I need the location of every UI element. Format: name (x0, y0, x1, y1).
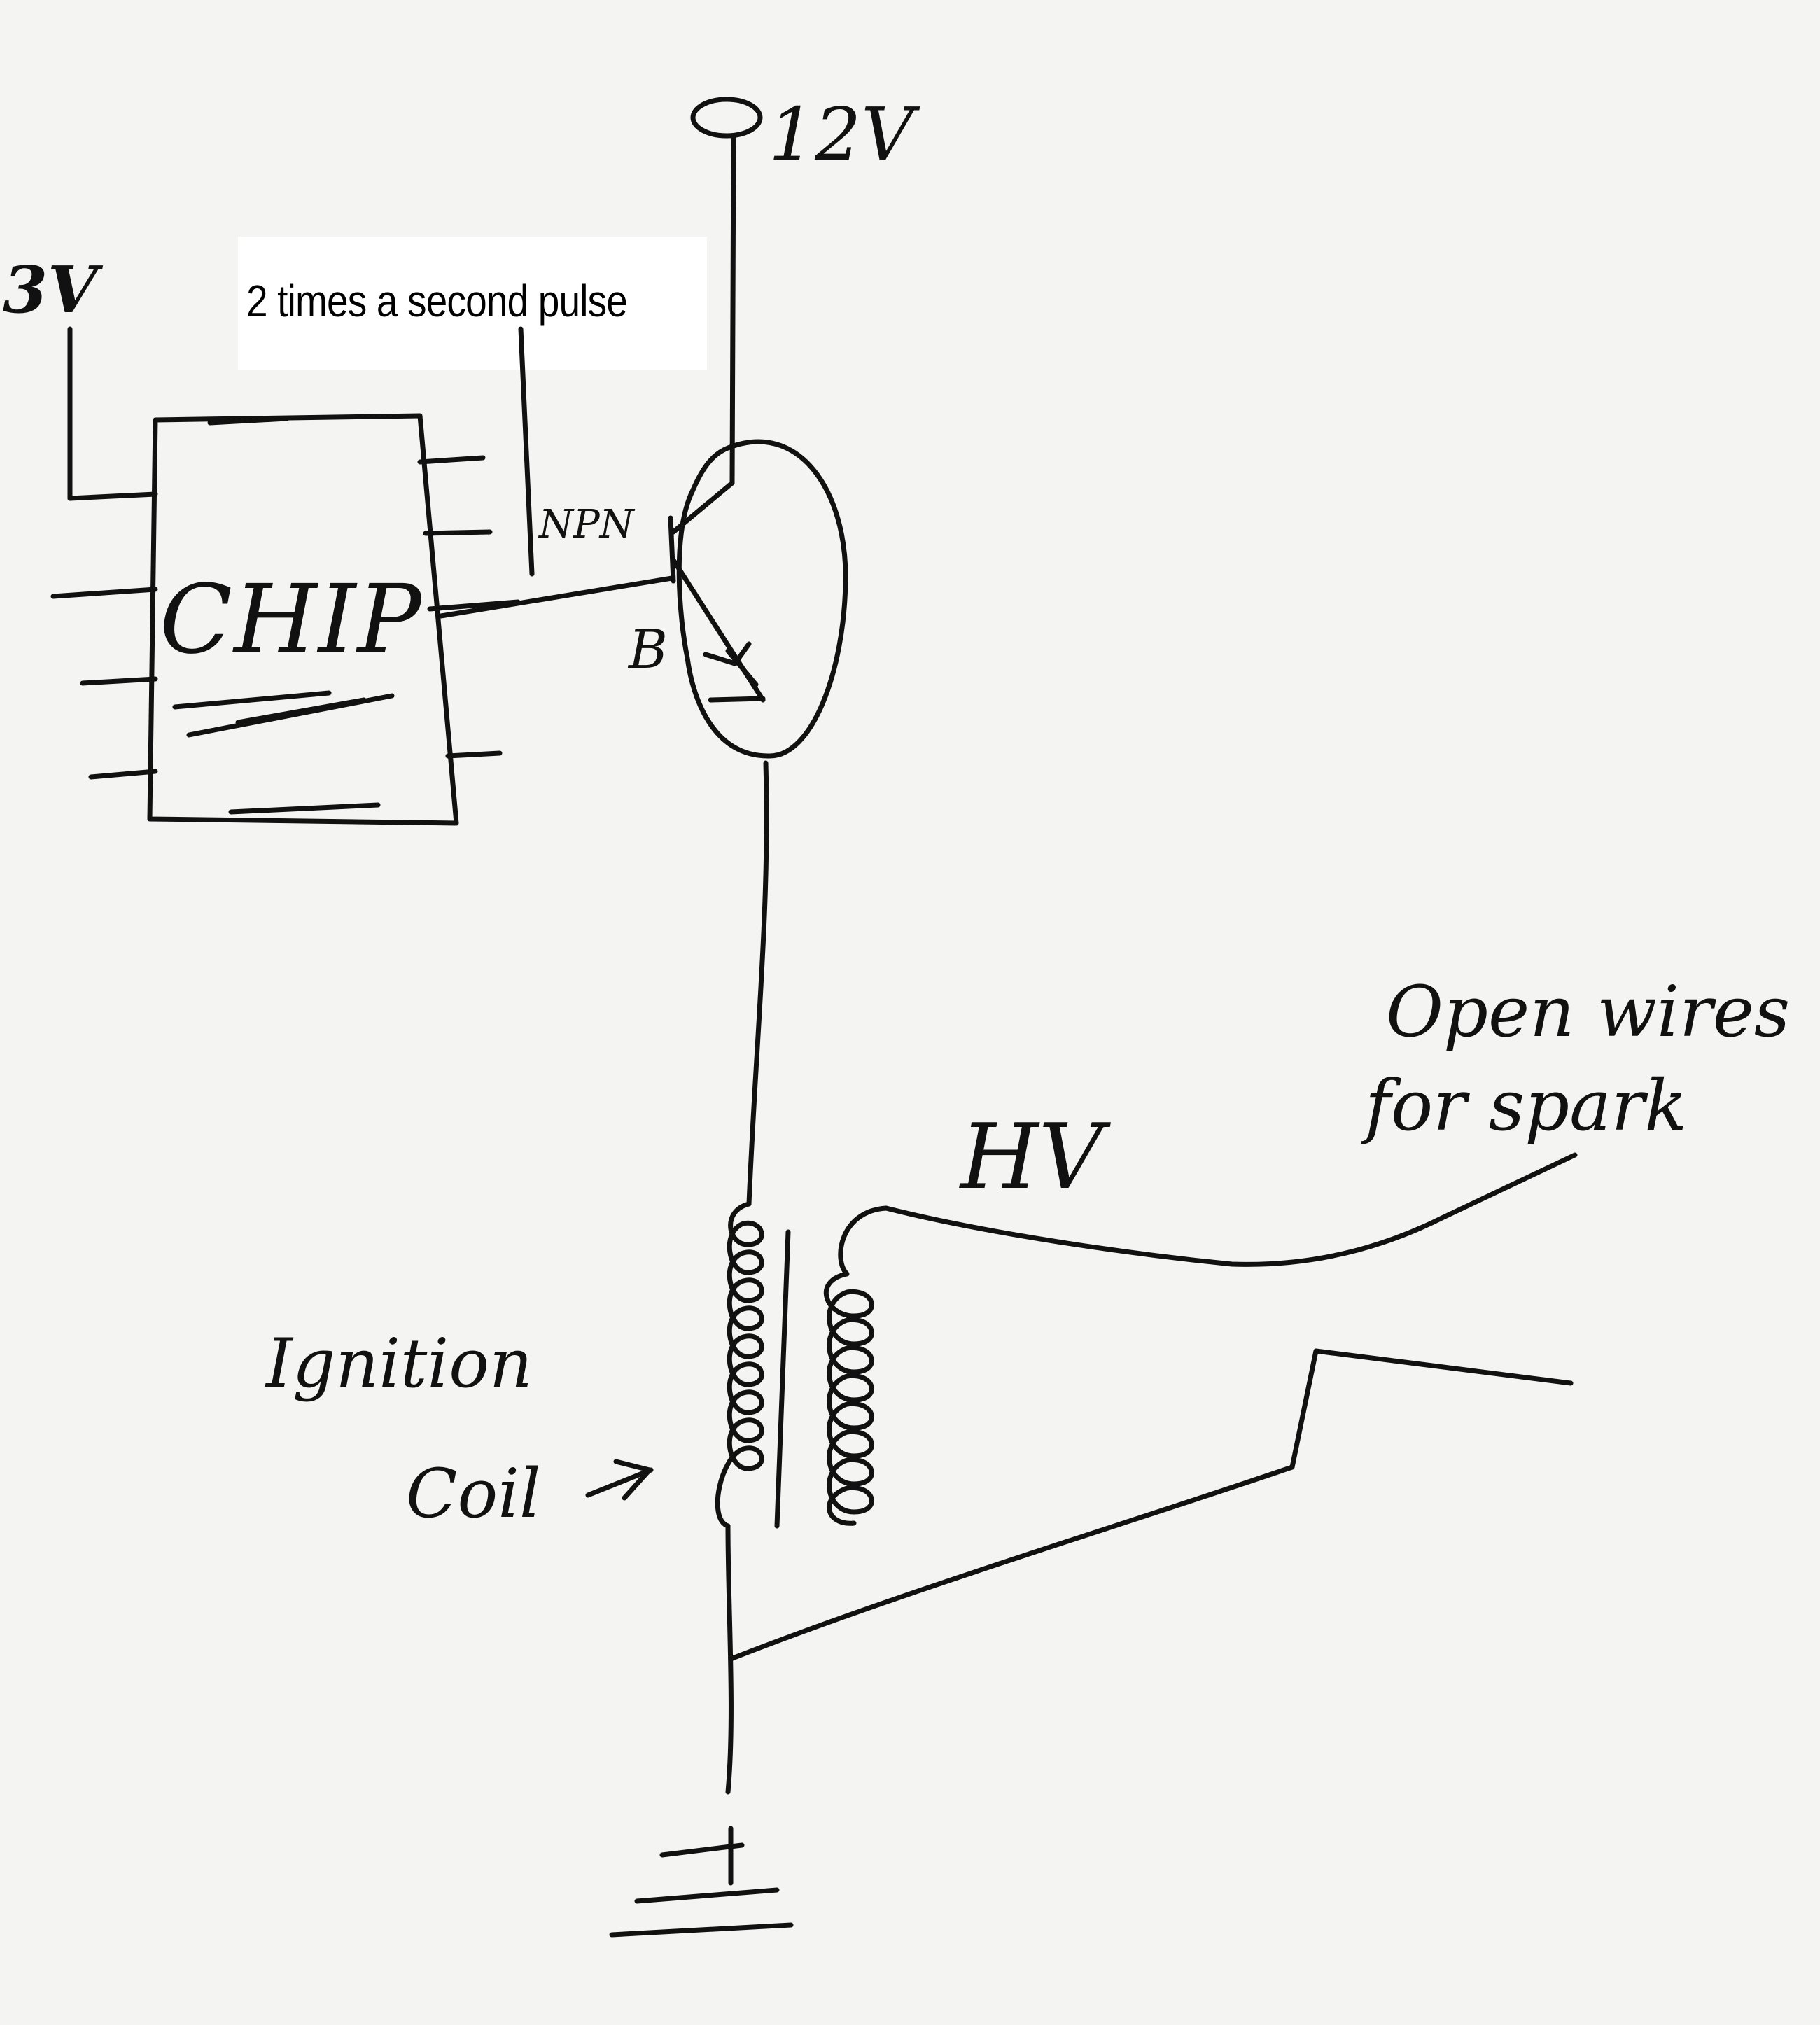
hv-label: HV (960, 1105, 1104, 1210)
chip-top-marks (207, 416, 381, 815)
base-pin-label: B (629, 618, 668, 680)
pulse-label-leader (518, 326, 535, 577)
supply-3v-label: 3V (3, 252, 98, 328)
wire-12v-to-collector (729, 133, 736, 486)
pulse-label-box (238, 237, 707, 370)
chip-pin-7 (427, 599, 521, 612)
chip-pin-1 (67, 491, 158, 501)
spark-label-line1: Open wires (1386, 971, 1791, 1053)
chip-name-underline (172, 690, 395, 738)
npn-emitter-arrow (703, 641, 766, 703)
ignition-coil-core (774, 1229, 791, 1529)
wire-chip-to-base (438, 575, 675, 619)
wire-coil-to-ground (725, 1523, 734, 1795)
coil-label-line2: Coil (406, 1455, 541, 1533)
spark-label-line2: for spark (1365, 1065, 1688, 1147)
pulse-note-label: 2 times a second pulse (246, 276, 628, 326)
npn-label: NPN (539, 502, 634, 547)
npn-transistor-base-bar (668, 515, 676, 584)
chip-label: CHIP (160, 565, 423, 675)
chip-pin-4 (88, 769, 158, 780)
chip-pin-2 (50, 587, 158, 599)
chip-pin-6 (423, 529, 493, 536)
npn-transistor-collector (671, 480, 735, 535)
wire-spark-return (728, 1348, 1574, 1662)
ignition-coil-primary (715, 1201, 764, 1529)
supply-12v-label: 12V (769, 92, 914, 177)
wire-hv-output (883, 1152, 1578, 1267)
npn-transistor-outline (676, 439, 848, 759)
chip-pin-5 (417, 455, 486, 465)
wire-emitter-to-coil (746, 760, 769, 1207)
coil-label-line1: Ignition (266, 1324, 533, 1403)
ignition-coil-secondary (824, 1205, 889, 1526)
ground-symbol (609, 1842, 794, 1938)
coil-pointer-arrow (585, 1459, 654, 1501)
chip-pin-3 (80, 676, 158, 686)
chip-pin-8 (445, 750, 503, 759)
chip-body (147, 413, 459, 826)
supply-12v-terminal (690, 97, 763, 139)
